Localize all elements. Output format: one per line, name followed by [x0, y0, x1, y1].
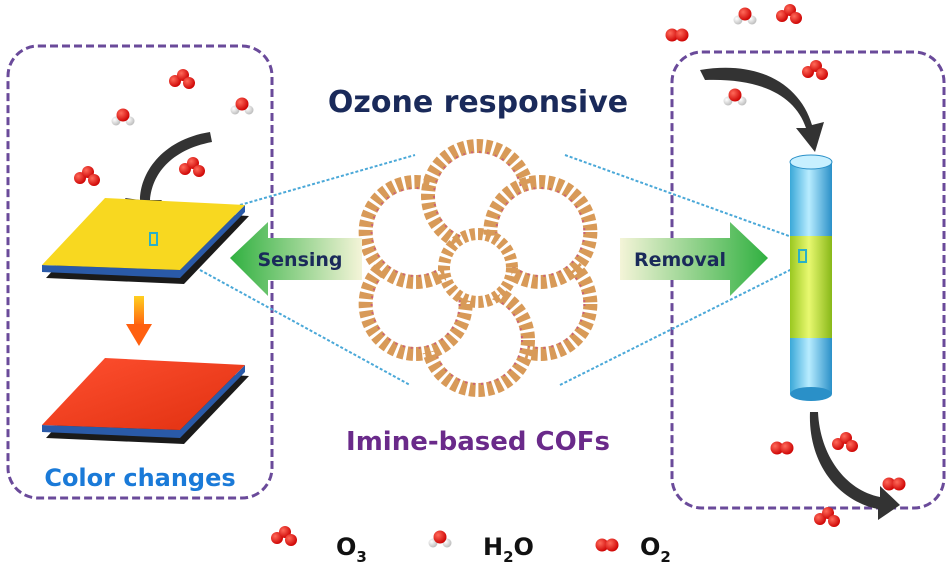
diagram-title: Ozone responsive [328, 85, 628, 120]
legend-item-oxygen: O2 [595, 533, 671, 564]
cof-pore-detail [370, 259, 461, 349]
legend-ozone-subscript: 3 [356, 548, 366, 564]
svg-text:O2: O2 [640, 533, 671, 564]
sensing-arrow: Sensing [230, 222, 362, 296]
color-changes-caption: Color changes [44, 464, 235, 492]
zoom-connector-lines [199, 154, 801, 386]
cof-center-pore [438, 228, 518, 308]
legend-item-ozone: O3 [271, 526, 367, 564]
legend-water-tail: O [514, 533, 534, 561]
cof-pore-detail [495, 187, 586, 277]
legend-oxygen-subscript: 2 [660, 548, 670, 564]
color-change-arrow [126, 296, 152, 346]
removal-arrow: Removal [620, 222, 768, 296]
zoom-region-marker [798, 249, 807, 263]
inflow-arrow-icon [700, 67, 824, 152]
removal-column [789, 154, 833, 401]
diagram-subtitle: Imine-based COFs [346, 427, 610, 457]
legend-ozone-label: O [336, 533, 356, 561]
legend-item-water: H2O [428, 530, 534, 564]
svg-text:H2O: H2O [483, 533, 534, 564]
cof-structure-image [358, 139, 598, 397]
red-sensor-plate [42, 358, 249, 444]
sensing-label: Sensing [257, 249, 342, 271]
cof-pore-detail [495, 259, 586, 349]
molecules-left [74, 69, 254, 186]
removal-label: Removal [634, 249, 726, 271]
yellow-sensor-plate [42, 198, 249, 284]
legend-water-label: H [483, 533, 503, 561]
legend-oxygen-label: O [640, 533, 660, 561]
cof-pore-detail [433, 295, 523, 385]
outflow-arrow-icon [809, 412, 900, 520]
zoom-region-marker [149, 232, 158, 246]
legend: O3 H2O O2 [271, 526, 671, 564]
legend-water-subscript: 2 [503, 548, 513, 564]
svg-text:O3: O3 [336, 533, 367, 564]
